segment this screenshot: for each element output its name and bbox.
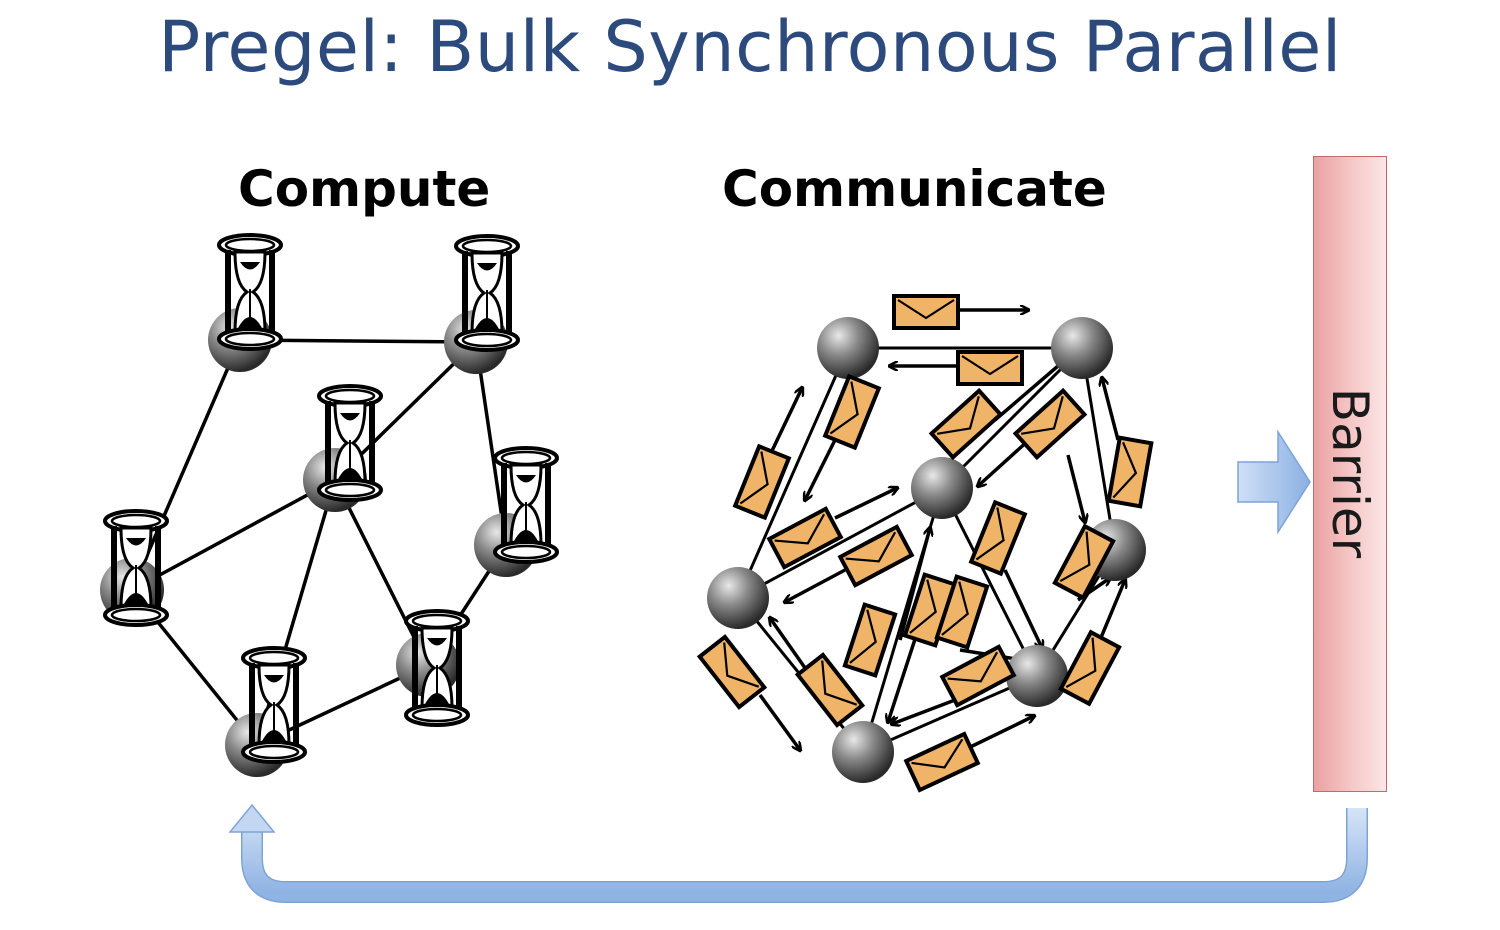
message-arrow: [770, 618, 812, 677]
envelope-icon: [969, 500, 1027, 576]
message-arrow: [959, 716, 1034, 754]
message-arrow: [1098, 580, 1125, 641]
communicate-edge: [940, 346, 1084, 490]
communicate-edge: [862, 674, 1038, 754]
envelope-icon: [892, 294, 960, 330]
envelope-icon: [904, 731, 980, 793]
envelope-icon: [1106, 435, 1154, 509]
compute-node: [303, 386, 381, 512]
compute-node: [474, 448, 557, 577]
vertex-sphere: [1051, 317, 1113, 379]
envelope-icon: [956, 350, 1024, 386]
message-arrow: [785, 568, 846, 602]
hourglass-icon: [105, 511, 167, 625]
compute-node: [100, 511, 167, 625]
compute-label: Compute: [238, 160, 491, 218]
envelope-icon: [769, 509, 841, 567]
message-arrow: [1102, 378, 1120, 441]
compute-node: [396, 611, 468, 725]
vertex-sphere: [1006, 645, 1068, 707]
envelope-icon: [1061, 632, 1119, 704]
message-arrow: [898, 528, 930, 641]
barrier-bar: [1313, 156, 1387, 792]
hourglass-icon: [406, 611, 468, 725]
envelope-icon: [733, 444, 791, 520]
message-arrow: [993, 360, 1065, 422]
hourglass-icon: [495, 448, 557, 562]
vertex-sphere: [911, 457, 973, 519]
vertex-sphere: [707, 567, 769, 629]
message-arrow: [758, 693, 800, 750]
loop-arrow-outline: [241, 808, 1368, 903]
compute-node: [444, 236, 518, 374]
compute-node: [225, 648, 305, 777]
slide-title: Pregel: Bulk Synchronous Parallel: [158, 6, 1342, 88]
message-arrow: [1003, 569, 1042, 648]
vertex-sphere: [817, 317, 879, 379]
message-arrow: [834, 488, 897, 520]
hourglass-icon: [456, 236, 518, 350]
communicate-label: Communicate: [722, 160, 1107, 218]
hourglass-icon: [219, 235, 281, 349]
message-arrow: [888, 629, 920, 722]
message-arrow: [892, 698, 956, 724]
message-arrow: [805, 439, 837, 500]
envelope-icon: [929, 388, 1003, 460]
envelope-icon: [1013, 388, 1087, 460]
vertex-sphere: [832, 721, 894, 783]
loop-arrow-back: [242, 808, 1367, 902]
message-arrow: [768, 388, 802, 456]
message-arrow: [1066, 454, 1085, 522]
compute-edge: [131, 478, 336, 592]
communicate-edge: [940, 487, 1039, 677]
message-arrows: [758, 310, 1125, 754]
compute-node: [208, 235, 281, 372]
envelope-icon: [823, 374, 881, 450]
envelope-icon: [697, 634, 767, 710]
communicate-edge: [737, 486, 943, 600]
communicate-edge: [736, 347, 850, 599]
arrow-to-barrier: [1237, 429, 1311, 535]
hourglass-icon: [319, 386, 381, 500]
communicate-edge: [1080, 347, 1117, 551]
hourglass-icon: [243, 648, 305, 762]
loop-arrow-head: [228, 803, 276, 833]
envelope-icon: [942, 647, 1014, 705]
